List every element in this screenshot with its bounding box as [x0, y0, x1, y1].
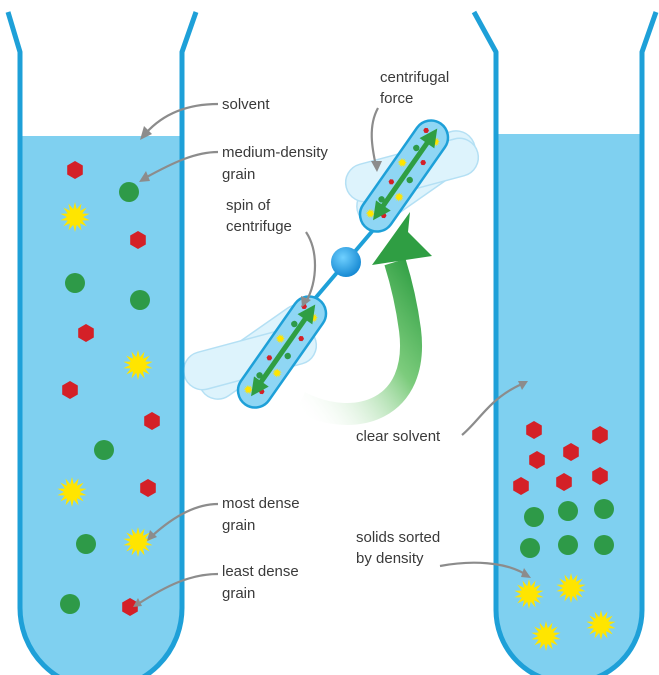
label-most-dense-grain: most dense grain [222, 495, 304, 534]
spin-arrow [300, 262, 411, 414]
medium-density-grain [520, 538, 540, 558]
rotor-hub [331, 247, 361, 277]
medium-density-grain [65, 273, 85, 293]
label-spin-of-centrifuge: spin of centrifuge [226, 197, 292, 235]
medium-density-grain [76, 534, 96, 554]
leader-spin-of-centrifuge [306, 232, 315, 302]
label-clear-solvent: clear solvent [356, 428, 441, 445]
medium-density-grain [594, 499, 614, 519]
medium-density-grain [130, 290, 150, 310]
left-test-tube [8, 12, 196, 675]
medium-density-grain [524, 507, 544, 527]
label-centrifugal-force: centrifugal force [380, 69, 453, 107]
medium-density-grain [94, 440, 114, 460]
label-solvent: solvent [222, 96, 270, 113]
label-medium-density-grain: medium-density grain [222, 144, 332, 183]
label-solids-sorted-by-density: solids sorted by density [356, 529, 444, 567]
right-test-tube [474, 12, 656, 675]
medium-density-grain [594, 535, 614, 555]
label-least-dense-grain: least dense grain [222, 563, 303, 602]
medium-density-grain [558, 501, 578, 521]
leader-centrifugal-force [372, 108, 378, 166]
medium-density-grain [119, 182, 139, 202]
medium-density-grain [60, 594, 80, 614]
medium-density-grain [558, 535, 578, 555]
